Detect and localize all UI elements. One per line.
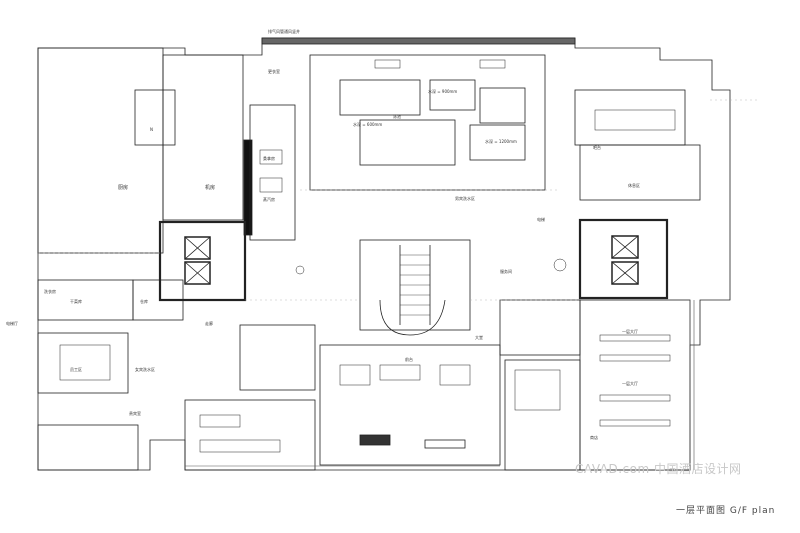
bar-counter [424, 439, 466, 449]
lobby-hall [319, 344, 501, 466]
room-mid-bottom [239, 324, 316, 391]
label-dry-storage: 干菜库 [70, 299, 82, 304]
elevator-shaft-left-1 [184, 236, 211, 260]
outer-wall [37, 37, 731, 471]
label-depth-2: 水深 = 900mm [428, 89, 458, 94]
label-corridor: 走廊 [205, 321, 213, 326]
label-lounge: 休息区 [628, 183, 640, 188]
elevator-shaft-right-2 [611, 261, 639, 285]
elevator-core-left [158, 220, 247, 302]
top-duct [261, 37, 576, 45]
label-pool: 泳池 [393, 114, 401, 119]
right-block-top [574, 89, 686, 146]
pool-basin-1 [339, 79, 421, 116]
corridor-box-left [249, 104, 296, 241]
label-office: 机房 [205, 185, 216, 191]
label-top-duct: 排气风管通风竖井 [268, 29, 300, 34]
label-left-tag: 电梯厅 [6, 321, 18, 326]
label-service: 服务间 [500, 269, 512, 274]
pool-basin-4 [359, 119, 456, 166]
shop-room [504, 359, 581, 471]
label-staff-area: 员工区 [70, 367, 82, 372]
room-left-3 [37, 424, 139, 471]
room-left-1 [37, 279, 134, 321]
label-laundry: 洗衣房 [44, 289, 56, 294]
label-bar: 吧台 [593, 145, 601, 150]
service-room-right [499, 299, 581, 356]
label-front: 前台 [405, 357, 413, 362]
watermark-text: CAVAD.com 中国酒店设计网 [575, 462, 742, 476]
plan-caption: 一层平面图 G/F plan [676, 506, 776, 516]
room-left-2 [37, 332, 129, 394]
label-depth-3: 水深 = 1200mm [485, 139, 517, 144]
label-hall-b: 一层大厅 [622, 381, 638, 386]
label-steam: 蒸汽房 [263, 197, 275, 202]
elevator-core-right [578, 218, 669, 300]
grand-stair-well [359, 239, 471, 331]
label-hall-a: 一层大厅 [622, 329, 638, 334]
pool-basin-5 [469, 124, 526, 161]
wash-room-bottom [184, 399, 316, 471]
label-locker: 更衣室 [268, 69, 280, 74]
label-north: N [150, 127, 153, 132]
front-desk [359, 434, 391, 446]
stair-box-top-left [134, 89, 176, 146]
elevator-shaft-right-1 [611, 235, 639, 259]
label-depth-1: 水深 = 600mm [353, 122, 383, 127]
label-kitchen: 厨房 [118, 185, 129, 191]
grand-stair-curve [379, 245, 446, 336]
thick-wall-left [243, 139, 253, 236]
kitchen-room [37, 47, 164, 254]
label-elevator: 电梯 [537, 217, 545, 222]
label-men-wash: 男宾洗水区 [455, 196, 475, 201]
label-women-wash: 女宾洗水区 [135, 367, 155, 372]
right-block-mid [579, 144, 701, 201]
pool-hall [309, 54, 546, 191]
label-sauna: 桑拿房 [263, 156, 275, 161]
label-lobby: 大堂 [475, 335, 483, 340]
pool-basin-2 [429, 79, 476, 111]
elevator-shaft-left-2 [184, 261, 211, 285]
label-vip: 贵宾室 [129, 411, 141, 416]
office-room [162, 54, 244, 221]
label-shop: 商店 [590, 435, 598, 440]
label-storage: 仓库 [140, 299, 148, 304]
pool-basin-3 [479, 87, 526, 124]
